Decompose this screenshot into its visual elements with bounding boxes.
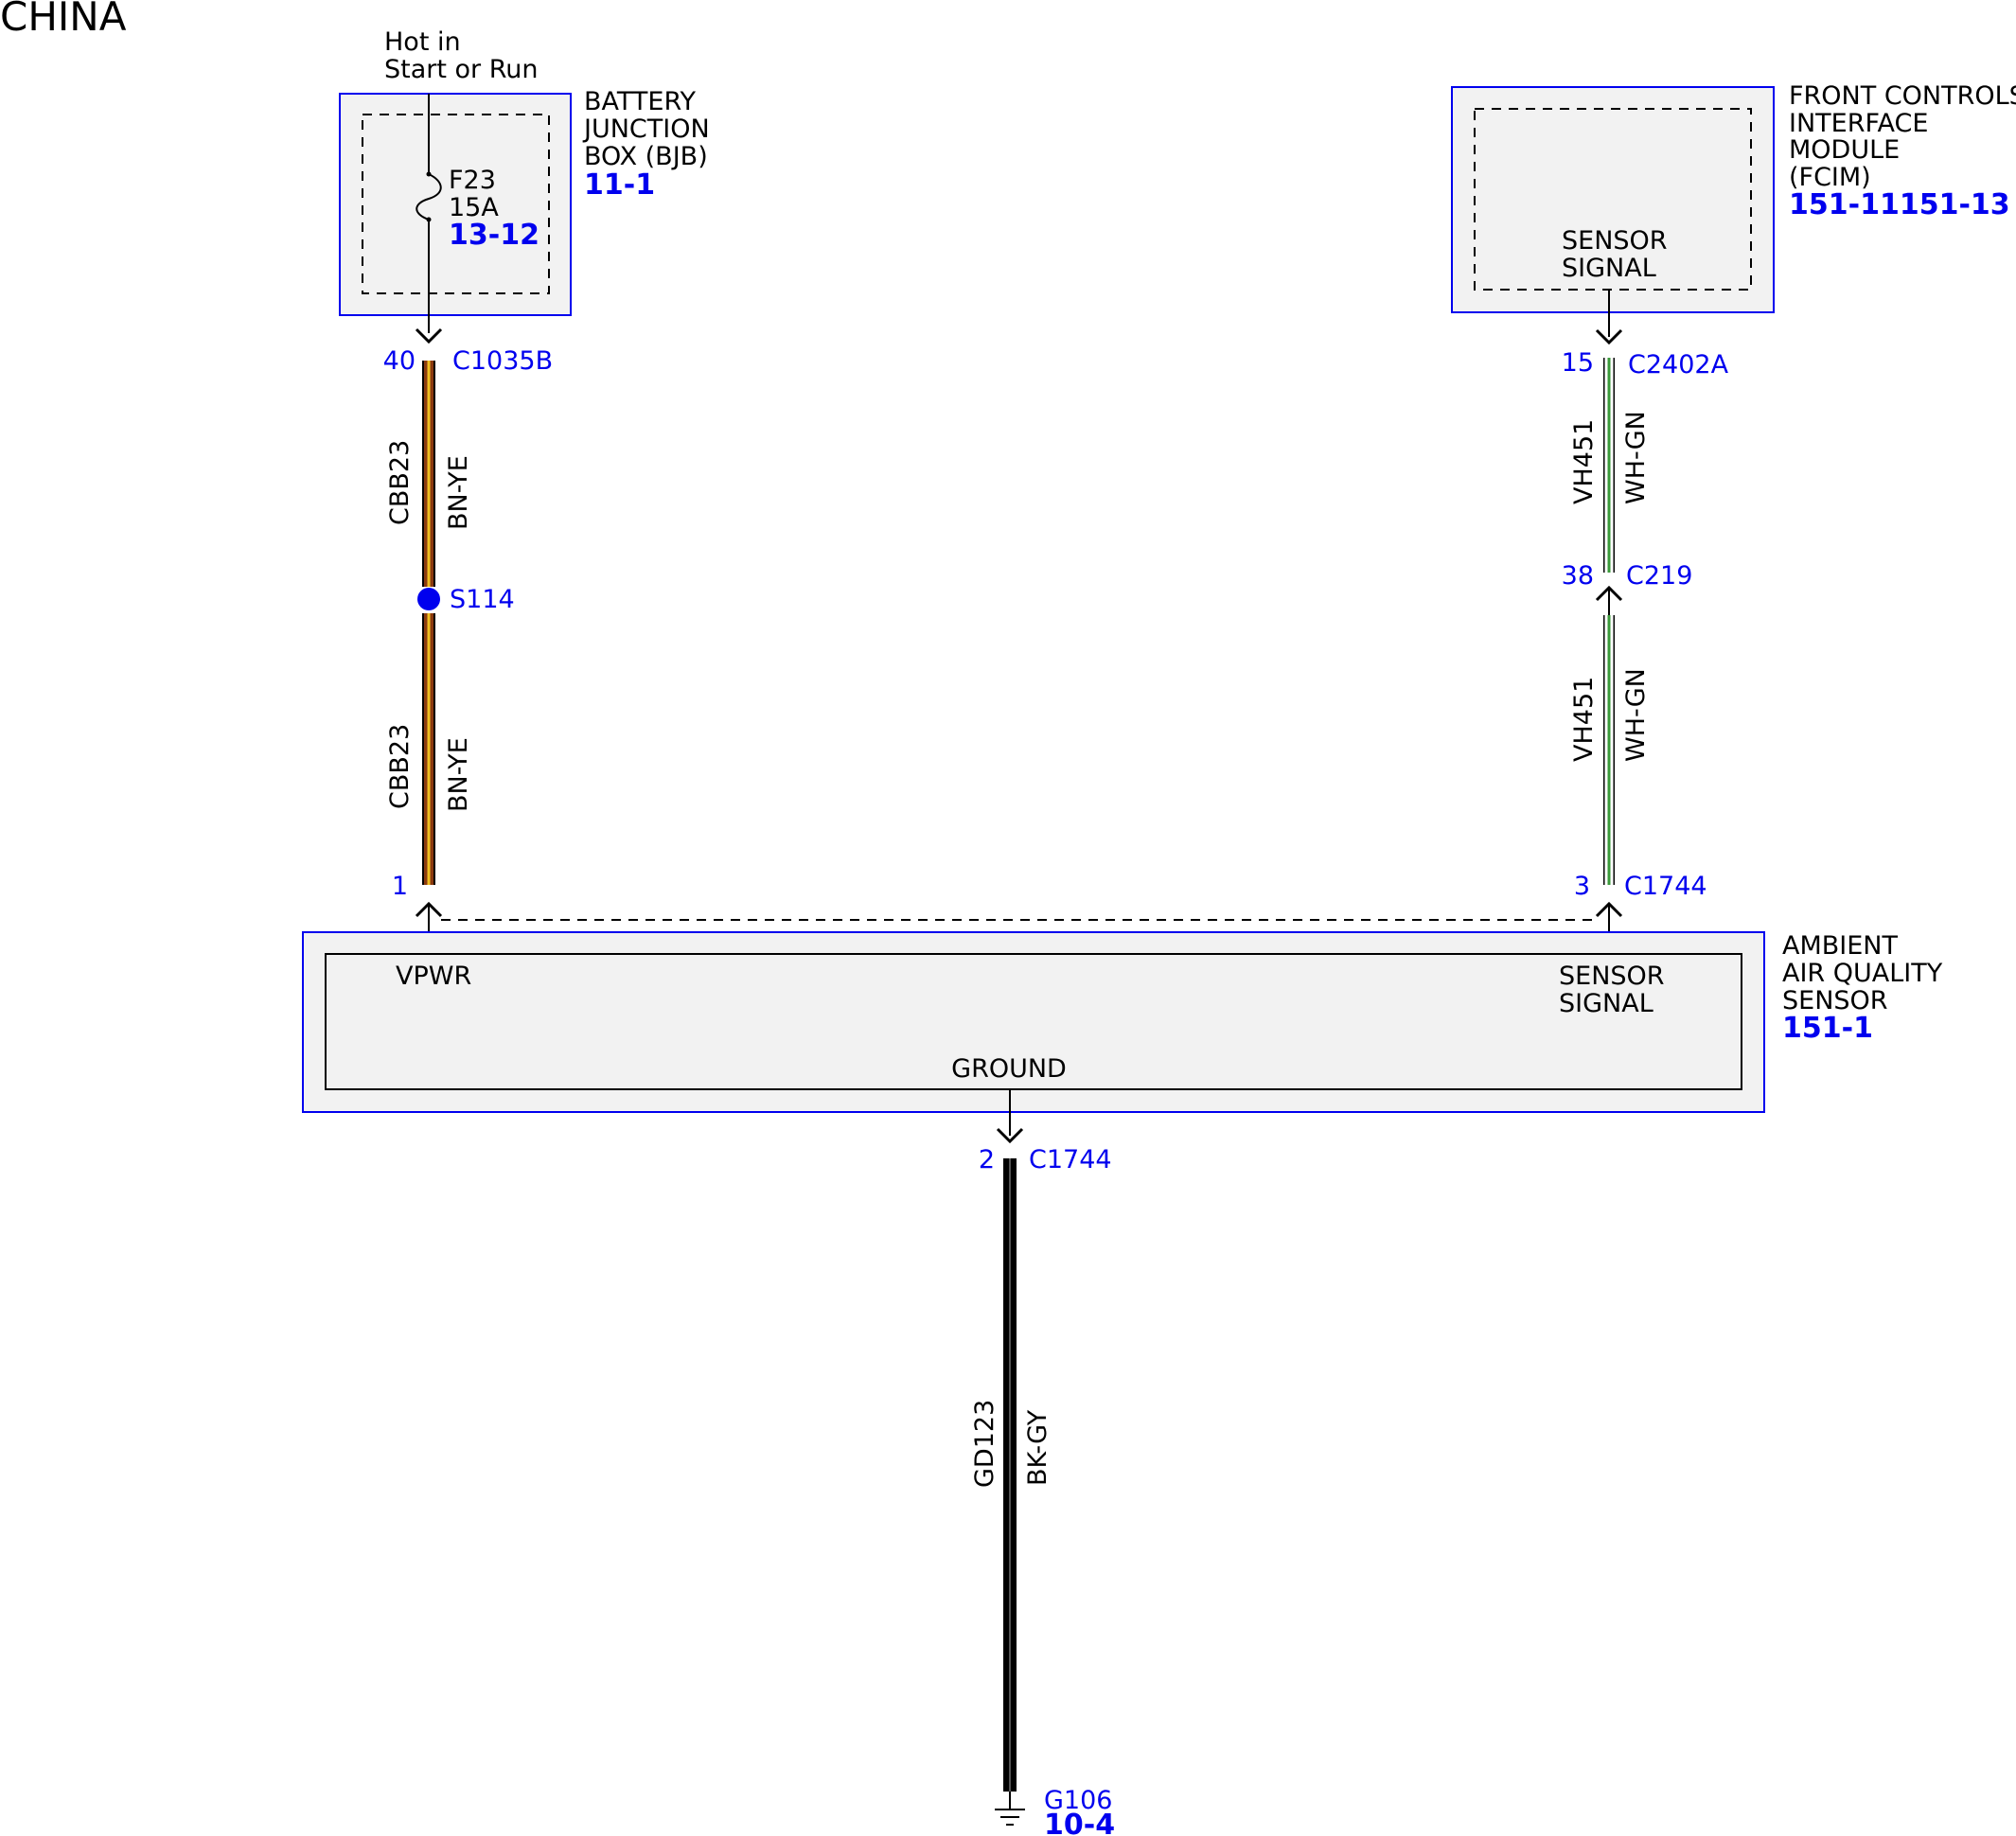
ground-icon [995, 1792, 1025, 1826]
fuse-ref-link[interactable]: 13-12 [449, 219, 539, 252]
sensor-name-1: AMBIENT [1782, 931, 1899, 961]
fcim-box[interactable] [1451, 86, 1775, 313]
sensor-name-3: SENSOR [1782, 986, 1888, 1015]
bjb-name-3: BOX (BJB) [584, 142, 708, 171]
sensor-pin-vpwr: VPWR [396, 962, 471, 991]
bjb-inner-dashed [362, 114, 550, 294]
c219-name[interactable]: C219 [1626, 561, 1692, 591]
sensor-pin-signal-1: SENSOR [1559, 962, 1665, 991]
c2402a-pin: 15 [1562, 348, 1594, 378]
sensor-inner-box [325, 953, 1742, 1090]
connector-c2402a-icon [1595, 328, 1623, 345]
fcim-name-4: (FCIM) [1789, 163, 1871, 192]
connector-c1744-ground-icon [996, 1127, 1024, 1144]
connector-c1035b-icon [415, 327, 443, 344]
c1744-ground-name[interactable]: C1744 [1029, 1145, 1112, 1174]
ground-point-name[interactable]: G106 [1044, 1786, 1112, 1815]
fcim-ref-link[interactable]: 151-11151-13 [1789, 188, 2010, 221]
wire-power-upper-circuit: CBB23 [385, 440, 415, 525]
fcim-name-3: MODULE [1789, 135, 1900, 165]
fcim-pin-label-1: SENSOR [1562, 226, 1668, 256]
bjb-ref-link[interactable]: 11-1 [584, 168, 655, 202]
c1035b-pin: 40 [383, 346, 416, 376]
bjb-name-2: JUNCTION [582, 115, 710, 144]
c1744-signal-name[interactable]: C1744 [1624, 872, 1707, 901]
wire-signal-upper-color: WH-GN [1621, 411, 1651, 504]
c1744-ground-pin: 2 [979, 1145, 995, 1174]
c1035b-name[interactable]: C1035B [452, 346, 553, 376]
sensor-name-2: AIR QUALITY [1782, 959, 1943, 988]
wire-signal-lower-color: WH-GN [1621, 668, 1651, 762]
c219-pin: 38 [1562, 561, 1594, 591]
sensor-pin-ground: GROUND [951, 1054, 1067, 1084]
wire-power-upper-color: BN-YE [444, 455, 473, 530]
power-source-line2: Start or Run [384, 55, 539, 84]
wire-power-lower-circuit: CBB23 [385, 724, 415, 809]
fuse-rating: 15A [449, 193, 499, 222]
sensor-pin-signal-2: SIGNAL [1559, 989, 1653, 1018]
fcim-name-1: FRONT CONTROLS [1789, 81, 2016, 111]
splice-name[interactable]: S114 [450, 585, 515, 614]
wire-signal-lower-circuit: VH451 [1569, 677, 1599, 762]
c2402a-name[interactable]: C2402A [1628, 350, 1729, 380]
wire-power-lower-color: BN-YE [444, 737, 473, 812]
c1744-vpwr-pin: 1 [392, 872, 408, 901]
fcim-name-2: INTERFACE [1789, 109, 1928, 138]
wire-ground-circuit: GD123 [970, 1400, 999, 1488]
wire-signal-upper-circuit: VH451 [1569, 419, 1599, 504]
page-label: CHINA [0, 0, 127, 40]
power-source-line1: Hot in [384, 27, 461, 57]
bjb-name-1: BATTERY [584, 87, 697, 116]
sensor-ref-link[interactable]: 151-1 [1782, 1012, 1873, 1045]
fcim-inner-dashed [1474, 108, 1752, 291]
fcim-pin-label-2: SIGNAL [1562, 254, 1656, 283]
ground-point-ref-link[interactable]: 10-4 [1044, 1809, 1115, 1836]
sensor-box[interactable] [302, 931, 1765, 1113]
bjb-box[interactable] [339, 93, 572, 316]
wire-ground-color: BK-GY [1023, 1409, 1052, 1486]
splice-s114-icon[interactable] [417, 588, 440, 610]
fuse-id: F23 [449, 166, 496, 195]
c1744-signal-pin: 3 [1574, 872, 1590, 901]
